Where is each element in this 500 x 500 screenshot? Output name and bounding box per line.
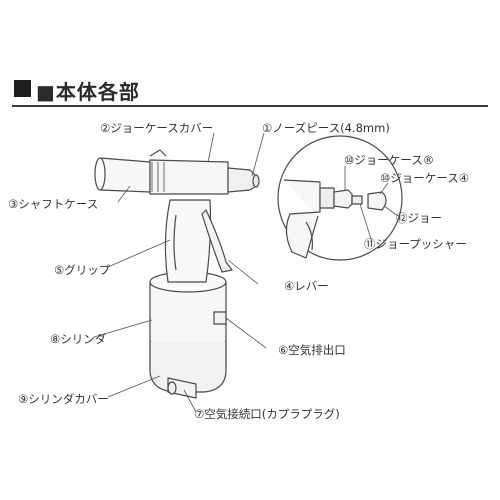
- air-exhaust-knob: [213, 311, 227, 325]
- leader-line-lever: [227, 259, 259, 285]
- jaw-detail-inset: [277, 135, 403, 261]
- leader-line-shaft-case: [117, 185, 131, 203]
- label-jaw: ⑫ジョー: [396, 211, 442, 225]
- shaft-case-shape: [94, 149, 229, 195]
- leader-line-shaft-case-cover: [207, 132, 215, 163]
- title-square-mark: [14, 80, 31, 97]
- leader-line-grip: [107, 239, 171, 268]
- label-nose-piece: ①ノーズピース(4.8mm): [262, 121, 390, 135]
- section-title-bar: ■本体各部: [12, 75, 488, 107]
- label-shaft-case: ③シャフトケース: [8, 197, 99, 211]
- leader-line-jaw-pusher: [359, 203, 373, 243]
- nose-piece-shape: [227, 167, 260, 193]
- leader-line-cylinder-cover: [107, 375, 161, 398]
- leader-line-nose-piece: [251, 132, 265, 177]
- label-cylinder: ⑧シリンダ: [50, 332, 107, 346]
- section-title: ■本体各部: [36, 80, 140, 104]
- label-jaw-case-a: ⑩ジョーケース④: [380, 171, 470, 185]
- label-cylinder-cover: ⑨シリンダカバー: [18, 392, 109, 406]
- cylinder-cover-shape: [149, 342, 227, 399]
- label-air-exhaust: ⑥空気排出口: [278, 343, 346, 357]
- label-jaw-case-b: ⑩ジョーケース®: [344, 153, 435, 167]
- label-grip: ⑤グリップ: [54, 263, 111, 277]
- label-lever: ④レバー: [284, 279, 329, 293]
- lever-shape: [201, 209, 233, 273]
- leader-line-jaw: [383, 205, 399, 217]
- label-shaft-case-cover: ②ジョーケースカバー: [100, 121, 214, 135]
- leader-line-cylinder: [93, 319, 153, 338]
- label-jaw-pusher: ⑪ジョープッシャー: [364, 237, 467, 251]
- leader-line-air-exhaust: [225, 317, 267, 349]
- leader-line-air-inlet: [183, 389, 197, 413]
- leader-line-jaw-case-a: [379, 182, 389, 195]
- label-air-inlet: ⑦空気接続口(カプラプラグ): [194, 407, 340, 421]
